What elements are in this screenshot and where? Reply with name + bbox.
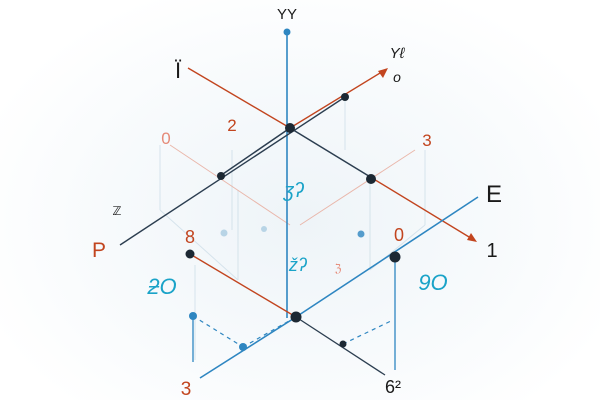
label-left-small: ℤ bbox=[113, 204, 122, 218]
number-0-left: 0 bbox=[161, 129, 170, 148]
left-diagonal-axis bbox=[119, 96, 346, 246]
side-glyph-left: ƻO bbox=[146, 274, 176, 299]
node-left-8 bbox=[185, 249, 195, 259]
node-top-center bbox=[285, 123, 295, 133]
lower-left-blue bbox=[199, 316, 297, 379]
number-8: 8 bbox=[185, 227, 195, 247]
center-glyph-lower: žʔ bbox=[288, 255, 307, 275]
node-bottom-left bbox=[239, 343, 247, 351]
blue-nodes bbox=[189, 28, 365, 351]
upper-right-arrow bbox=[378, 68, 388, 78]
faint-nodes bbox=[220, 226, 267, 237]
right-red-arrow bbox=[467, 233, 477, 242]
node-top-axis bbox=[283, 28, 291, 36]
label-upper-right-bottom: o bbox=[393, 69, 401, 85]
node-left-lower bbox=[189, 312, 197, 320]
node-bottom-small bbox=[339, 340, 347, 348]
right-red-axis bbox=[371, 177, 475, 241]
number-2: 2 bbox=[227, 116, 236, 135]
center-glyph-tiny: ℨ bbox=[335, 263, 342, 275]
faint-red-lines bbox=[169, 144, 416, 226]
diamond-top-left bbox=[219, 127, 291, 177]
center-glyph-upper: ӡʔ bbox=[282, 180, 304, 202]
background-grid bbox=[159, 100, 426, 365]
node-mid-right bbox=[366, 174, 376, 184]
upper-right-axis bbox=[289, 69, 386, 129]
node-upper-right bbox=[341, 93, 349, 101]
label-top-yy: YY bbox=[277, 6, 297, 23]
label-right-e: E bbox=[486, 181, 502, 208]
right-blue-axis bbox=[295, 196, 479, 318]
number-3-bottom: 3 bbox=[181, 379, 192, 400]
node-right-0 bbox=[389, 251, 401, 263]
side-glyph-right: 9O bbox=[418, 270, 447, 295]
dashed-lines bbox=[192, 315, 394, 348]
node-inner-right bbox=[357, 230, 365, 238]
number-6-bottom: 6² bbox=[385, 377, 401, 397]
diamond-top-right bbox=[289, 127, 373, 179]
label-upper-left: Ï bbox=[175, 58, 182, 83]
node-bottom-center bbox=[290, 311, 302, 323]
node-mid-left bbox=[217, 172, 225, 180]
number-0-right: 0 bbox=[394, 225, 404, 245]
upper-left-axis bbox=[187, 67, 291, 129]
lower-left-red bbox=[189, 253, 297, 318]
label-upper-right-top: Yℓ bbox=[390, 45, 406, 62]
short-verticals bbox=[192, 258, 396, 370]
number-3-right: 3 bbox=[422, 131, 431, 150]
label-right-1: 1 bbox=[486, 240, 497, 262]
label-left-p: P bbox=[92, 239, 106, 262]
dark-nodes bbox=[185, 93, 401, 348]
